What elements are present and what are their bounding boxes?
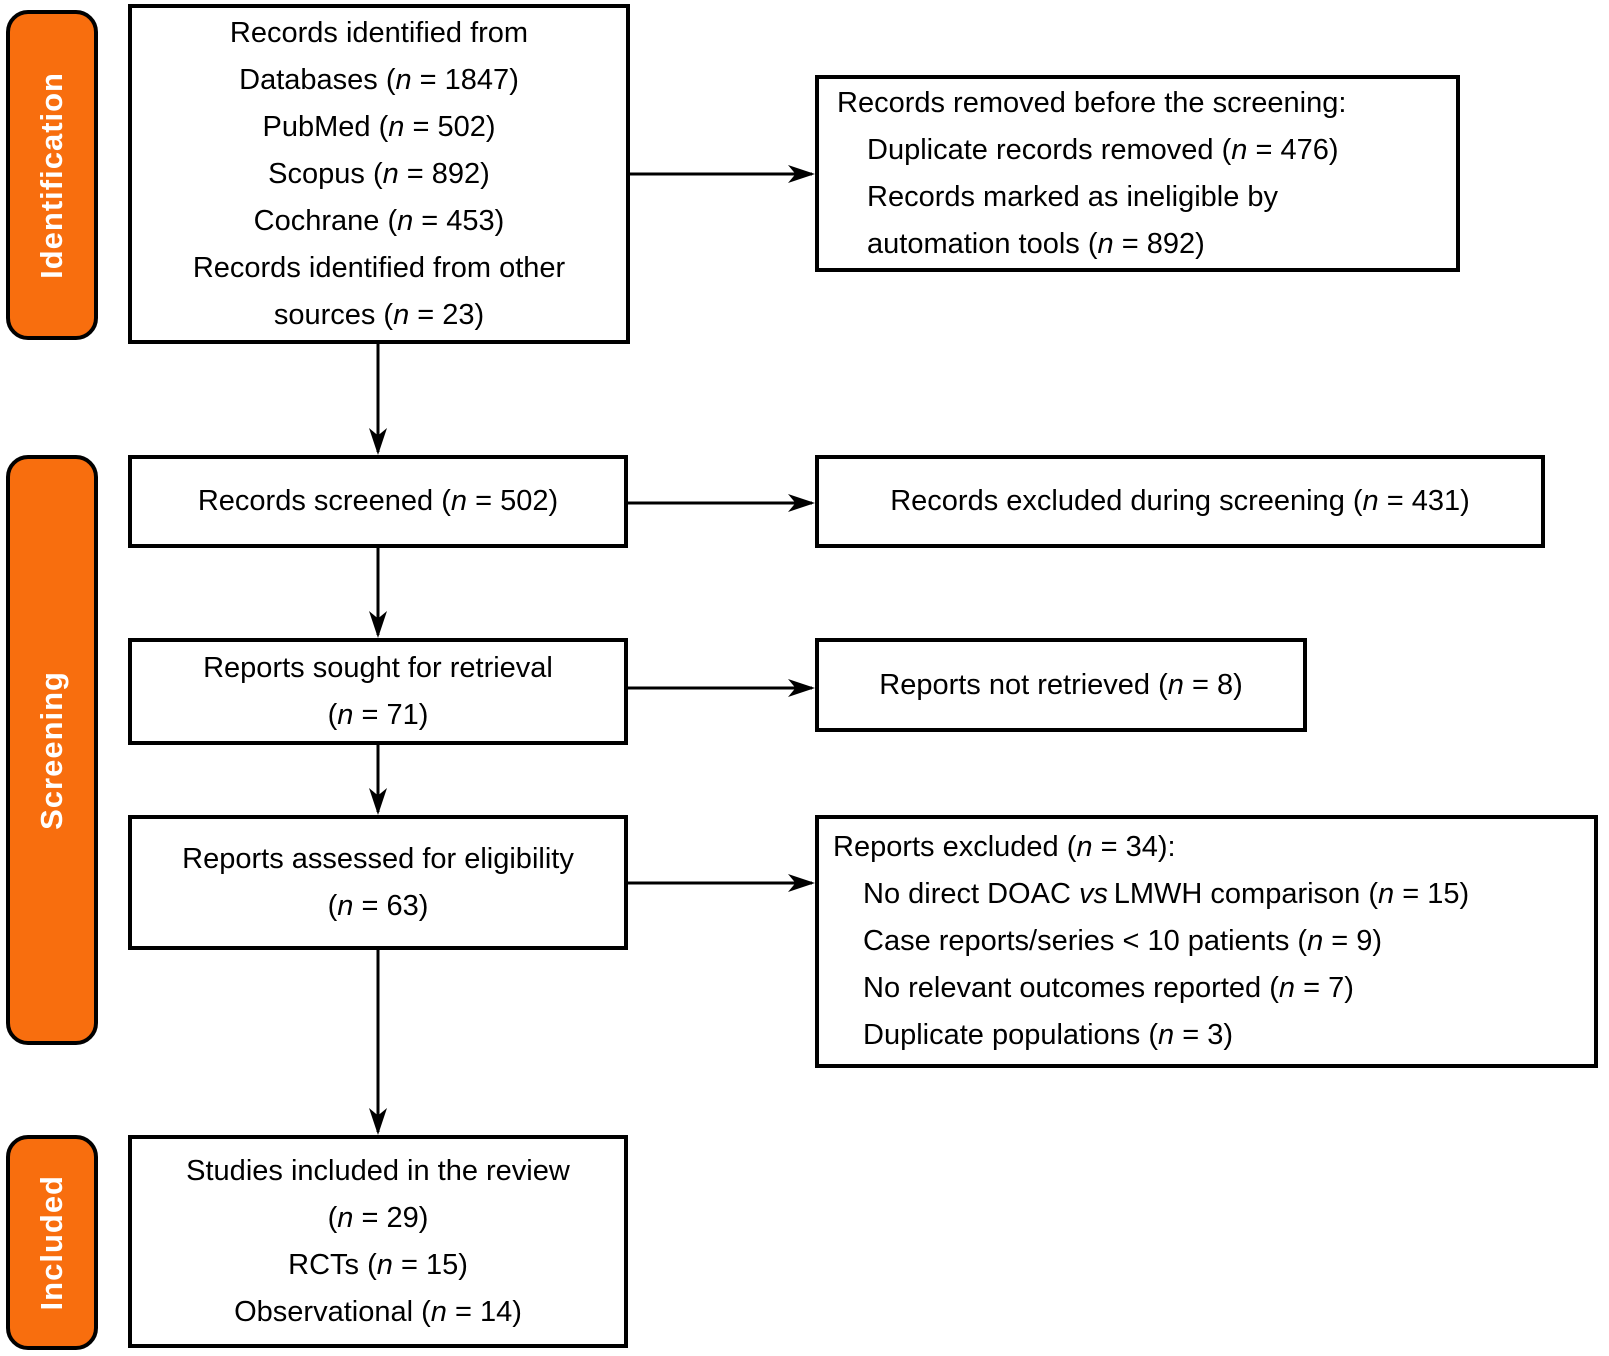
stage-label-screening: Screening bbox=[34, 670, 69, 830]
box-records-identified-line: Scopus (n = 892) bbox=[268, 157, 490, 190]
box-records-removed-line: Duplicate records removed (n = 476) bbox=[867, 133, 1339, 166]
box-studies-included-line: (n = 29) bbox=[327, 1201, 429, 1234]
box-reports-excluded-line: No direct DOAC vs LMWH comparison (n = 1… bbox=[863, 878, 1470, 910]
box-reports-excluded-line: Duplicate populations (n = 3) bbox=[863, 1019, 1233, 1051]
box-reports-excluded: Reports excluded (n = 34): No direct DOA… bbox=[815, 815, 1598, 1068]
box-studies-included-line: Studies included in the review bbox=[186, 1154, 570, 1187]
stage-label-identification: Identification bbox=[34, 71, 69, 279]
box-records-removed-line: Records removed before the screening: bbox=[837, 86, 1347, 119]
box-records-removed-before-screening: Records removed before the screening: Du… bbox=[815, 75, 1460, 272]
box-reports-assessed: Reports assessed for eligibility (n = 63… bbox=[128, 815, 628, 950]
box-records-excluded-line: Records excluded during screening (n = 4… bbox=[890, 485, 1470, 517]
box-records-excluded-during-screening: Records excluded during screening (n = 4… bbox=[815, 455, 1545, 548]
box-reports-assessed-line: (n = 63) bbox=[327, 889, 429, 922]
stage-rail-included: Included bbox=[6, 1135, 98, 1350]
box-reports-not-retrieved: Reports not retrieved (n = 8) bbox=[815, 638, 1307, 732]
box-records-identified-line: Databases (n = 1847) bbox=[239, 63, 519, 96]
stage-rail-screening: Screening bbox=[6, 455, 98, 1045]
box-studies-included-line: RCTs (n = 15) bbox=[288, 1248, 468, 1281]
box-records-identified: Records identified from Databases (n = 1… bbox=[128, 4, 630, 344]
box-reports-sought: Reports sought for retrieval (n = 71) bbox=[128, 638, 628, 745]
box-records-removed-line: Records marked as ineligible by bbox=[867, 180, 1279, 213]
box-studies-included: Studies included in the review (n = 29) … bbox=[128, 1135, 628, 1348]
box-records-identified-line: Cochrane (n = 453) bbox=[253, 204, 505, 237]
box-studies-included-line: Observational (n = 14) bbox=[234, 1295, 522, 1328]
box-reports-assessed-line: Reports assessed for eligibility bbox=[182, 842, 574, 875]
box-records-removed-line: automation tools (n = 892) bbox=[867, 227, 1205, 260]
stage-rail-identification: Identification bbox=[6, 10, 98, 340]
stage-label-included: Included bbox=[34, 1174, 69, 1311]
box-records-identified-line: sources (n = 23) bbox=[273, 298, 485, 331]
box-reports-sought-line: Reports sought for retrieval bbox=[203, 651, 553, 684]
box-records-screened-line: Records screened (n = 502) bbox=[197, 485, 559, 517]
box-reports-excluded-line: Case reports/series < 10 patients (n = 9… bbox=[863, 925, 1383, 957]
box-records-identified-line: Records identified from other bbox=[192, 251, 566, 284]
box-reports-excluded-line: Reports excluded (n = 34): bbox=[833, 831, 1176, 863]
box-reports-excluded-line: No relevant outcomes reported (n = 7) bbox=[863, 972, 1354, 1004]
box-records-screened: Records screened (n = 502) bbox=[128, 455, 628, 548]
box-records-identified-line: Records identified from bbox=[229, 16, 529, 49]
box-records-identified-line: PubMed (n = 502) bbox=[262, 110, 496, 143]
box-reports-sought-line: (n = 71) bbox=[327, 698, 429, 731]
box-reports-not-retrieved-line: Reports not retrieved (n = 8) bbox=[879, 668, 1243, 701]
